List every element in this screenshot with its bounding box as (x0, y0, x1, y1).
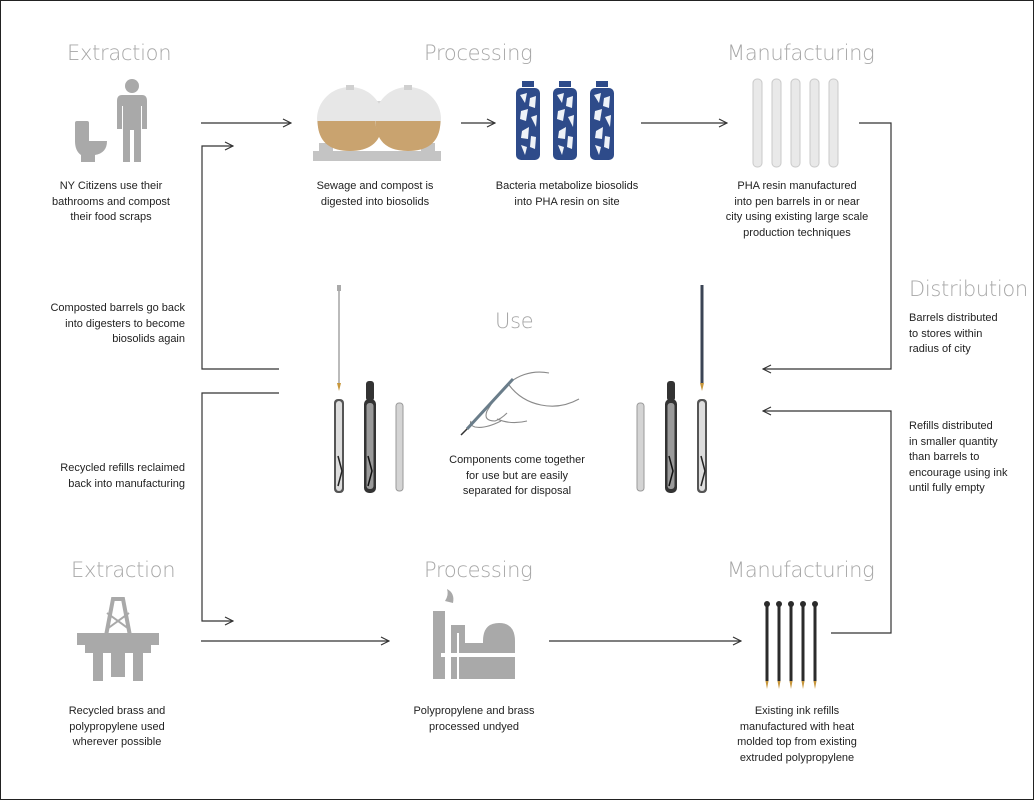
caption-use: Components come together for use but are… (449, 454, 585, 497)
caption-manufacturing-top: PHA resin manufactured into pen barrels … (725, 180, 869, 239)
caption-distribution-barrels: Barrels distributed to stores within rad… (909, 312, 998, 355)
hand-writing-icon (460, 371, 580, 436)
arrow-recycled-return (201, 392, 279, 621)
caption-composted-return: Composted barrels go back into digesters… (50, 302, 185, 345)
caption-pha-resin: Bacteria metabolize biosolids into PHA r… (495, 180, 639, 208)
pen-components-left-icon (334, 285, 404, 493)
digester-tanks-icon (313, 85, 441, 161)
ink-refills-icon (764, 601, 818, 689)
caption-recycled-return: Recycled refills reclaimed back into man… (60, 462, 185, 490)
caption-manufacturing-bottom: Existing ink refills manufactured with h… (737, 705, 857, 764)
caption-extraction-top: NY Citizens use their bathrooms and comp… (51, 180, 170, 223)
stage-title-manufacturing-top: Manufacturing (727, 41, 875, 65)
pen-barrels-icon (752, 78, 839, 168)
stage-title-distribution: Distribution (909, 277, 1028, 301)
oil-rig-icon (77, 597, 159, 681)
arrow-barrels-distribution (763, 122, 892, 369)
caption-distribution-refills: Refills distributed in smaller quantity … (909, 420, 1008, 494)
stage-title-processing-bottom: Processing (424, 558, 533, 582)
stage-title-extraction-bottom: Extraction (71, 558, 176, 582)
stage-title-extraction-top: Extraction (67, 41, 172, 65)
caption-digesters: Sewage and compost is digested into bios… (316, 180, 434, 208)
stage-title-processing-top: Processing (424, 41, 533, 65)
stage-title-use: Use (495, 309, 534, 333)
pen-components-right-icon (636, 285, 707, 493)
refinery-icon (433, 589, 517, 679)
arrow-refills-distribution (763, 411, 892, 634)
toilet-and-person-icon (75, 79, 147, 162)
pha-bottles-icon (516, 81, 614, 160)
arrow-composted-return (201, 146, 279, 370)
caption-processing-bottom: Polypropylene and brass processed undyed (413, 705, 535, 733)
caption-extraction-bottom: Recycled brass and polypropylene used wh… (68, 705, 166, 748)
stage-title-manufacturing-bottom: Manufacturing (727, 558, 875, 582)
